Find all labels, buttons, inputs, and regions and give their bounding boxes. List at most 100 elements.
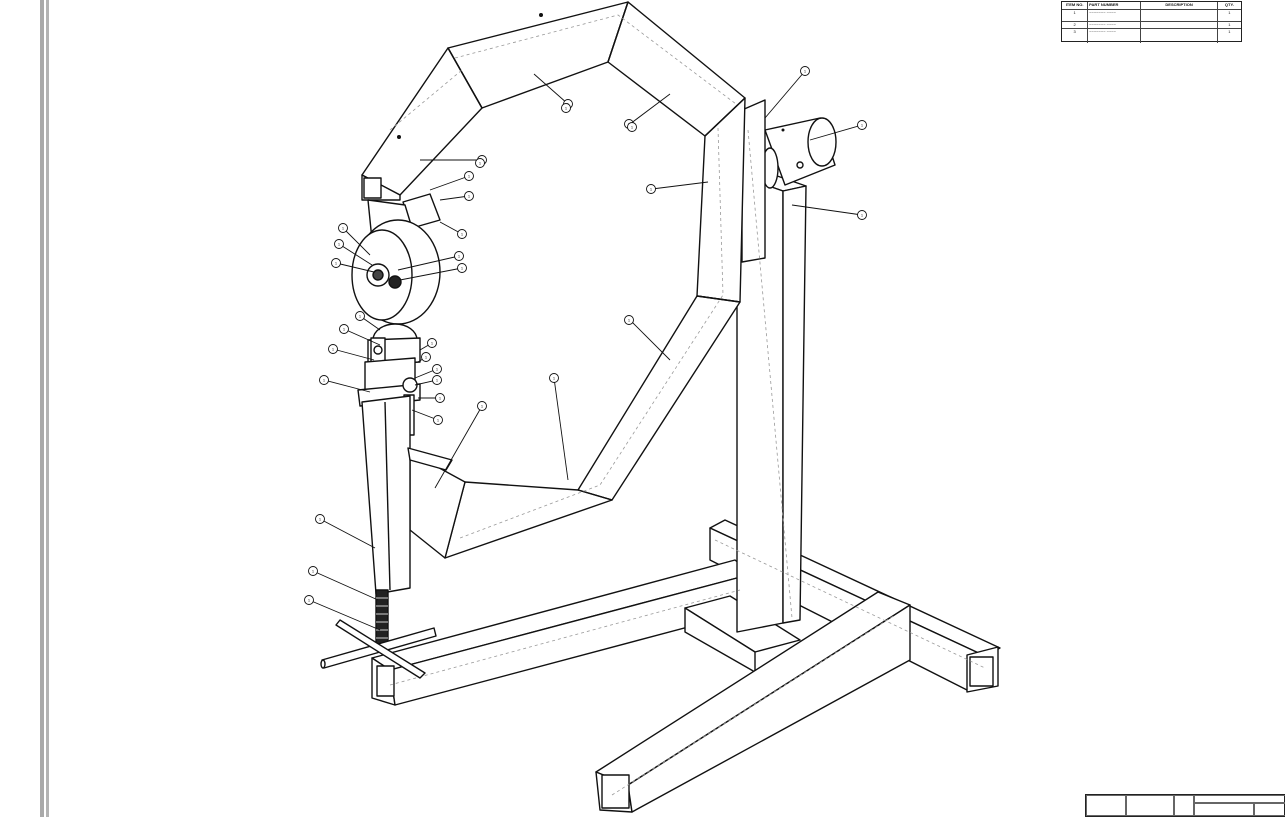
screw-jack [320, 589, 437, 679]
title-block-sheet [1254, 803, 1285, 816]
item-balloon-label: 1 [308, 598, 311, 603]
item-balloon [624, 315, 634, 325]
item-balloon [477, 401, 487, 411]
item-balloon [432, 364, 442, 374]
item-balloon-label: 1 [332, 347, 335, 352]
item-balloon-label: 1 [436, 378, 439, 383]
title-block-title [1194, 795, 1285, 803]
item-balloon-label: 1 [861, 123, 864, 128]
item-balloon [435, 393, 445, 403]
item-balloon-label: 1 [468, 174, 471, 179]
bom-row: 2 ~~~~~~~ ~~~~ 1 [1062, 22, 1241, 29]
bom-row: 3 ~~~~~~~ ~~~~ 1 [1062, 29, 1241, 43]
bom-description [1141, 22, 1218, 28]
item-balloon-label: 1 [335, 261, 338, 266]
item-balloon [457, 229, 467, 239]
sheet-border-inner [46, 0, 49, 817]
item-balloon [549, 373, 559, 383]
item-balloon [334, 239, 344, 249]
balloon-group: 1111111111111111111111111111111111 [304, 66, 867, 605]
title-block-dwg-no [1194, 803, 1254, 816]
hidden-lines [389, 14, 986, 796]
base-frame [371, 519, 1001, 813]
title-block-company [1086, 795, 1126, 816]
item-balloon [454, 251, 464, 261]
item-balloon [355, 311, 365, 321]
sheet-border-left [40, 0, 44, 817]
bom-header-part: PART NUMBER [1088, 2, 1142, 9]
frame-marks [397, 13, 785, 139]
item-balloon-label: 1 [312, 569, 315, 574]
item-balloon-label: 1 [461, 266, 464, 271]
item-balloon [315, 514, 325, 524]
item-balloon [319, 375, 329, 385]
item-balloon-label: 1 [565, 106, 568, 111]
bill-of-materials: ITEM NO. PART NUMBER DESCRIPTION QTY. 1 … [1061, 1, 1242, 43]
item-balloon [432, 375, 442, 385]
item-balloon [646, 184, 656, 194]
item-balloon-label: 1 [343, 327, 346, 332]
item-balloon-label: 1 [553, 376, 556, 381]
item-balloon [421, 352, 431, 362]
item-balloon [464, 191, 474, 201]
item-balloon-label: 1 [342, 226, 345, 231]
bom-part: ~~~~~~~ ~~~~ [1088, 22, 1142, 28]
bom-description [1141, 10, 1218, 21]
item-balloon-label: 1 [319, 517, 322, 522]
item-balloon [464, 171, 474, 181]
item-balloon [304, 595, 314, 605]
bom-item: 2 [1062, 22, 1089, 28]
vertical-post [736, 99, 837, 633]
item-balloon-label: 1 [359, 314, 362, 319]
octagon-frame [361, 1, 746, 559]
bom-qty: 1 [1228, 29, 1231, 34]
item-balloon-label: 1 [436, 367, 439, 372]
title-block-notes [1126, 795, 1174, 816]
item-balloon-label: 1 [481, 404, 484, 409]
bom-qty: 1 [1228, 22, 1231, 27]
item-balloon-label: 1 [631, 125, 634, 130]
item-balloon [475, 158, 485, 168]
item-balloon [331, 258, 341, 268]
item-balloon-label: 1 [425, 355, 428, 360]
caster-assembly [351, 193, 453, 595]
item-balloon-label: 1 [431, 341, 434, 346]
bom-qty: 1 [1228, 10, 1231, 15]
bom-header-row: ITEM NO. PART NUMBER DESCRIPTION QTY. [1062, 2, 1241, 10]
item-balloon [800, 66, 810, 76]
item-balloon [433, 415, 443, 425]
bom-part: ~~~~~~~ ~~~~ [1088, 10, 1142, 21]
item-balloon-label: 1 [437, 418, 440, 423]
leaders [308, 70, 863, 631]
bom-header-item: ITEM NO. [1062, 2, 1089, 9]
title-block-drawn [1174, 795, 1194, 816]
item-balloon-label: 1 [628, 318, 631, 323]
bom-item: 1 [1062, 10, 1089, 21]
item-balloon [338, 223, 348, 233]
bom-row: 1 ~~~~~~~ ~~~~ 1 [1062, 10, 1241, 22]
item-balloon-label: 1 [861, 213, 864, 218]
item-balloon-label: 1 [439, 396, 442, 401]
item-balloon [339, 324, 349, 334]
item-balloon [561, 103, 571, 113]
item-balloon-label: 1 [458, 254, 461, 259]
item-balloon [857, 210, 867, 220]
item-balloon [328, 344, 338, 354]
item-balloon-label: 1 [479, 161, 482, 166]
item-balloon [308, 566, 318, 576]
bom-header-qty: QTY. [1224, 2, 1234, 7]
bom-header-description: DESCRIPTION [1141, 2, 1218, 9]
item-balloon-label: 1 [461, 232, 464, 237]
item-balloon [857, 120, 867, 130]
item-balloon-label: 1 [323, 378, 326, 383]
bom-description [1141, 29, 1218, 43]
item-balloon-label: 1 [650, 187, 653, 192]
title-block [1085, 794, 1285, 817]
item-balloon [457, 263, 467, 273]
item-balloon [627, 122, 637, 132]
bom-item: 3 [1062, 29, 1089, 43]
item-balloon-label: 1 [468, 194, 471, 199]
item-balloon [427, 338, 437, 348]
item-balloon-label: 1 [338, 242, 341, 247]
